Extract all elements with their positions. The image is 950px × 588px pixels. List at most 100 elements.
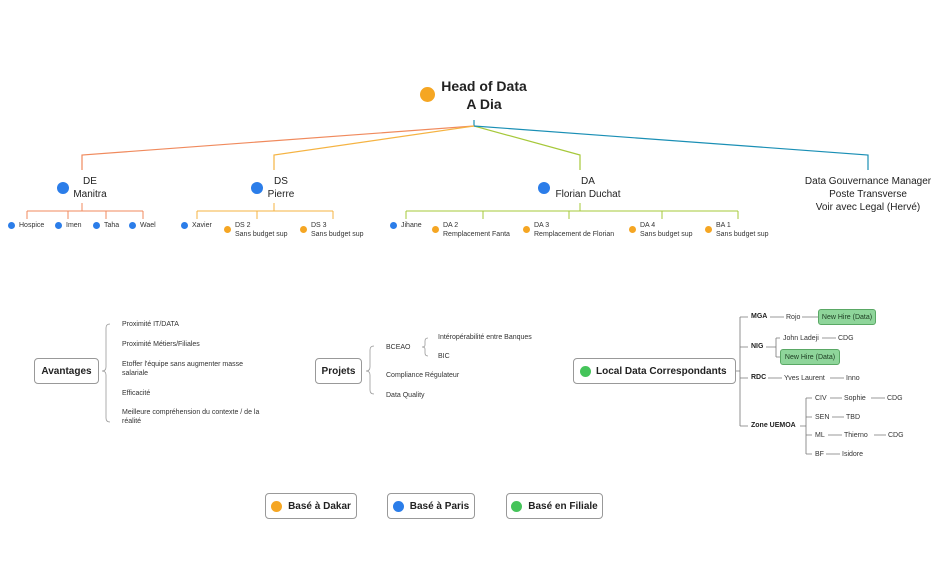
- legend-filiale-label: Basé en Filiale: [528, 500, 598, 512]
- de-name: Manitra: [73, 189, 107, 200]
- ds2-label: DS 2: [235, 222, 251, 229]
- leaf-imen[interactable]: Imen: [66, 222, 82, 229]
- leaf-taha[interactable]: Taha: [104, 222, 120, 229]
- ds3-label: DS 3: [311, 222, 327, 229]
- country-rdc: RDC: [751, 374, 767, 381]
- legend-dakar[interactable]: Basé à Dakar: [265, 493, 357, 519]
- person-yves-laurent: Yves Laurent: [784, 375, 825, 382]
- da4-label: DA 4: [640, 222, 656, 229]
- person-dot-icon: [181, 222, 188, 229]
- leaf-hospice[interactable]: Hospice: [19, 222, 45, 229]
- ldc-title: Local Data Correspondants: [596, 365, 727, 377]
- da-name: Florian Duchat: [555, 189, 621, 200]
- da2-label: DA 2: [443, 222, 459, 229]
- ds-dot-icon: [251, 182, 263, 194]
- legend-paris-label: Basé à Paris: [409, 500, 470, 512]
- node-data-governance[interactable]: Data Gouvernance Manager Poste Transvers…: [796, 175, 940, 214]
- orange-dot-icon: [271, 500, 283, 512]
- uemoa-ml: ML: [815, 432, 825, 439]
- root-name: A Dia: [466, 96, 502, 112]
- person-dot-icon: [390, 222, 397, 229]
- node-da[interactable]: DA Florian Duchat: [548, 175, 628, 201]
- projet-bceao: BCEAO: [386, 344, 411, 351]
- new-hire-badge: New Hire (Data): [818, 309, 876, 325]
- da-title: DA: [581, 176, 595, 187]
- ds-name: Pierre: [267, 189, 295, 200]
- leaf-ds2[interactable]: DS 2 Sans budget sup: [235, 221, 288, 239]
- avantage-item: Proximité IT/DATA: [122, 321, 179, 328]
- leaf-ds3[interactable]: DS 3 Sans budget sup: [311, 221, 364, 239]
- dgm-line3: Voir avec Legal (Hervé): [815, 202, 921, 213]
- person-dot-icon: [432, 226, 439, 233]
- green-dot-icon: [511, 500, 523, 512]
- da4-sub: Sans budget sup: [640, 231, 693, 238]
- leaf-da3[interactable]: DA 3 Remplacement de Florian: [534, 221, 614, 239]
- da3-label: DA 3: [534, 222, 550, 229]
- new-hire-badge: New Hire (Data): [780, 349, 840, 365]
- leaf-da4[interactable]: DA 4 Sans budget sup: [640, 221, 693, 239]
- legend-dakar-label: Basé à Dakar: [288, 500, 351, 512]
- root-title: Head of Data: [441, 78, 527, 94]
- person-john-ladeji: John Ladeji: [783, 335, 819, 342]
- ba1-sub: Sans budget sup: [716, 231, 769, 238]
- person-dot-icon: [705, 226, 712, 233]
- person-rojo: Rojo: [786, 314, 801, 321]
- uemoa-role: CDG: [887, 395, 903, 402]
- ds3-sub: Sans budget sup: [311, 231, 364, 238]
- person-dot-icon: [224, 226, 231, 233]
- dgm-line2: Poste Transverse: [829, 189, 907, 200]
- projet-item: Compliance Régulateur: [386, 372, 460, 379]
- projets-node[interactable]: Projets: [315, 358, 362, 384]
- root-node[interactable]: Head of Data A Dia: [428, 77, 540, 113]
- person-dot-icon: [55, 222, 62, 229]
- ds2-sub: Sans budget sup: [235, 231, 288, 238]
- ds-title: DS: [274, 176, 288, 187]
- node-ds[interactable]: DS Pierre: [256, 175, 306, 201]
- de-title: DE: [83, 176, 97, 187]
- uemoa-person: Thierno: [844, 432, 868, 439]
- projet-item: Data Quality: [386, 392, 425, 399]
- uemoa-person: TBD: [846, 414, 860, 421]
- role-inno: Inno: [846, 375, 860, 382]
- role-cdg: CDG: [838, 335, 854, 342]
- uemoa-bf: BF: [815, 451, 824, 458]
- bceao-item: Intéropérabilité entre Banques: [438, 334, 532, 341]
- ba1-label: BA 1: [716, 222, 731, 229]
- legend-filiale[interactable]: Basé en Filiale: [506, 493, 603, 519]
- root-dot-icon: [420, 87, 435, 102]
- person-dot-icon: [93, 222, 100, 229]
- de-dot-icon: [57, 182, 69, 194]
- leaf-ba1[interactable]: BA 1 Sans budget sup: [716, 221, 769, 239]
- person-dot-icon: [629, 226, 636, 233]
- local-data-correspondants-node[interactable]: Local Data Correspondants: [573, 358, 736, 384]
- leaf-wael[interactable]: Wael: [140, 222, 156, 229]
- node-de[interactable]: DE Manitra: [60, 175, 120, 201]
- avantages-node[interactable]: Avantages: [34, 358, 99, 384]
- person-dot-icon: [523, 226, 530, 233]
- avantage-item: Efficacité: [122, 390, 151, 397]
- leaf-jihane[interactable]: Jihane: [401, 222, 422, 229]
- uemoa-person: Sophie: [844, 395, 866, 402]
- da3-sub: Remplacement de Florian: [534, 231, 615, 238]
- uemoa-person: Isidore: [842, 451, 864, 458]
- leaf-da2[interactable]: DA 2 Remplacement Fanta: [443, 221, 510, 239]
- dgm-line1: Data Gouvernance Manager: [804, 176, 932, 187]
- legend-paris[interactable]: Basé à Paris: [387, 493, 475, 519]
- leaf-xavier[interactable]: Xavier: [192, 222, 212, 229]
- country-mga: MGA: [751, 313, 768, 320]
- person-dot-icon: [129, 222, 136, 229]
- person-dot-icon: [8, 222, 15, 229]
- avantage-item: Meilleure compréhension du contexte / de…: [122, 409, 260, 425]
- blue-dot-icon: [392, 500, 404, 512]
- country-nig: NIG: [751, 343, 764, 350]
- green-dot-icon: [580, 365, 591, 377]
- uemoa-civ: CIV: [815, 395, 827, 402]
- da-dot-icon: [538, 182, 550, 194]
- country-zone-uemoa: Zone UEMOA: [751, 422, 796, 429]
- uemoa-role: CDG: [888, 432, 904, 439]
- avantage-item: Proximité Métiers/Filiales: [122, 341, 200, 348]
- uemoa-sen: SEN: [815, 414, 830, 421]
- da2-sub: Remplacement Fanta: [443, 231, 510, 238]
